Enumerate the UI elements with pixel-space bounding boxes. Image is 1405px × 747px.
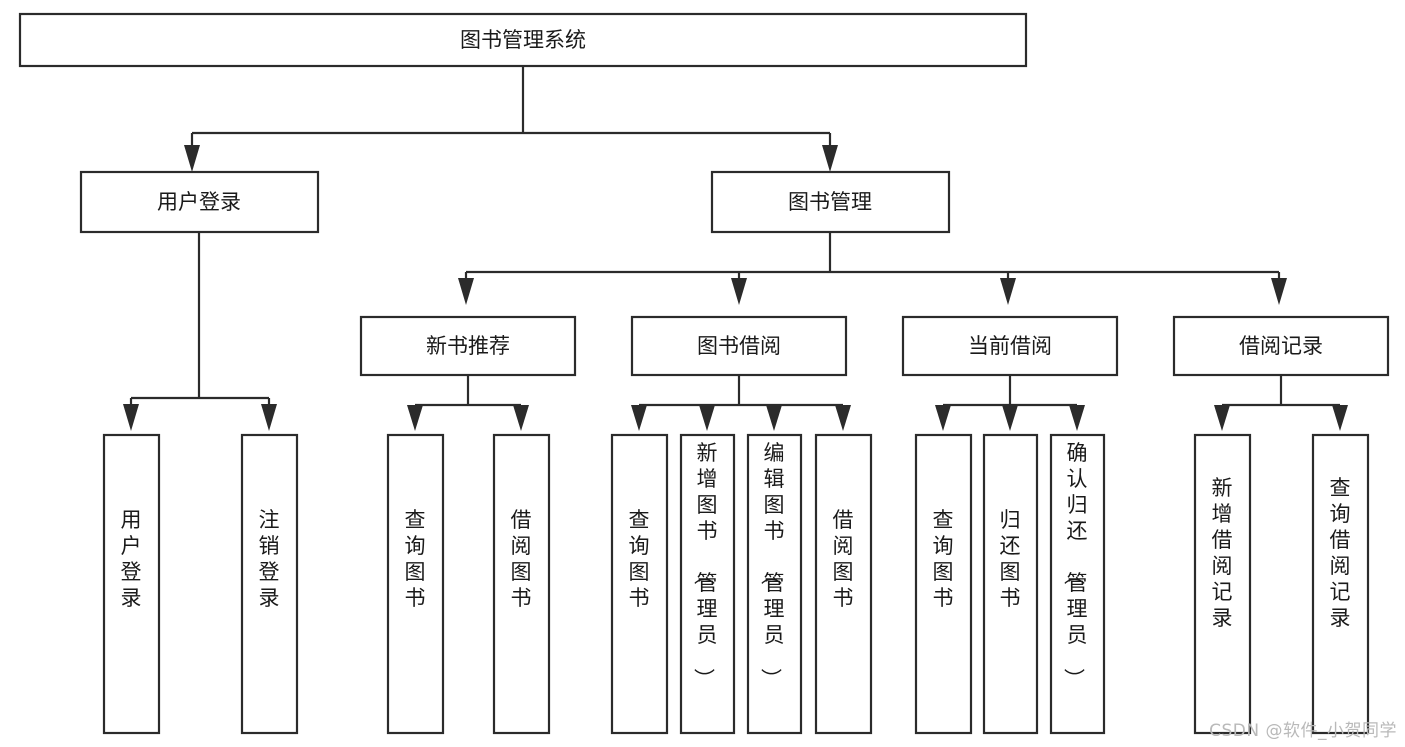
- arrow-to-leaf-borrow-book-1: [513, 405, 529, 431]
- node-user-login[interactable]: 用户登录: [79, 170, 320, 234]
- node-current-borrow-label: 当前借阅: [968, 334, 1052, 358]
- node-leaf-user-logout-box[interactable]: [240, 433, 299, 735]
- node-leaf-borrow-book-2[interactable]: 借阅图书: [814, 433, 873, 735]
- node-leaf-add-book-label: 新增图书（管理员）: [692, 441, 718, 689]
- node-book-manage-label: 图书管理: [788, 190, 872, 214]
- node-current-borrow-box[interactable]: [901, 315, 1119, 377]
- node-leaf-borrow-book-1-box[interactable]: [492, 433, 551, 735]
- arrow-to-leaf-return-book: [1002, 405, 1018, 431]
- node-borrow-record-box[interactable]: [1172, 315, 1390, 377]
- arrow-to-leaf-confirm-return: [1069, 405, 1085, 431]
- node-leaf-confirm-return[interactable]: 确认归还（管理员）: [1049, 433, 1106, 735]
- node-leaf-user-login-label: 用户登录: [121, 508, 142, 610]
- arrow-to-leaf-user-logout: [261, 404, 277, 431]
- node-borrow-record-label: 借阅记录: [1239, 334, 1323, 358]
- arrow-to-leaf-query-book-3: [935, 405, 951, 431]
- node-leaf-query-book-1-label: 查询图书: [405, 508, 426, 610]
- node-leaf-query-record-box[interactable]: [1311, 433, 1370, 735]
- node-leaf-borrow-book-2-label: 借阅图书: [833, 508, 854, 610]
- node-leaf-query-record[interactable]: 查询借阅记录: [1311, 433, 1370, 735]
- node-borrow-record[interactable]: 借阅记录: [1172, 315, 1390, 377]
- arrow-to-leaf-query-book-1: [407, 405, 423, 431]
- node-leaf-add-record-box[interactable]: [1193, 433, 1252, 735]
- node-leaf-edit-book-box[interactable]: [746, 433, 803, 735]
- arrow-to-book-manage: [822, 145, 838, 172]
- node-leaf-user-login-box[interactable]: [102, 433, 161, 735]
- node-book-manage[interactable]: 图书管理: [710, 170, 951, 234]
- arrow-to-current-borrow: [1000, 278, 1016, 305]
- node-leaf-query-book-3-box[interactable]: [914, 433, 973, 735]
- node-leaf-query-book-3-label: 查询图书: [933, 508, 954, 610]
- node-leaf-query-book-1-box[interactable]: [386, 433, 445, 735]
- node-leaf-query-book-2-box[interactable]: [610, 433, 669, 735]
- node-leaf-borrow-book-2-box[interactable]: [814, 433, 873, 735]
- node-root-label: 图书管理系统: [460, 28, 586, 52]
- node-book-borrow-box[interactable]: [630, 315, 848, 377]
- node-user-login-label: 用户登录: [157, 190, 241, 214]
- arrow-to-leaf-borrow-book-2: [835, 405, 851, 431]
- node-leaf-query-book-3[interactable]: 查询图书: [914, 433, 973, 735]
- node-new-book-recommend-box[interactable]: [359, 315, 577, 377]
- node-leaf-confirm-return-label: 确认归还（管理员）: [1062, 441, 1088, 689]
- node-root-box[interactable]: [18, 12, 1028, 68]
- node-leaf-borrow-book-1-label: 借阅图书: [511, 508, 532, 610]
- node-book-manage-box[interactable]: [710, 170, 951, 234]
- arrow-to-leaf-edit-book: [766, 405, 782, 431]
- node-book-borrow[interactable]: 图书借阅: [630, 315, 848, 377]
- node-leaf-add-record[interactable]: 新增借阅记录: [1193, 433, 1252, 735]
- arrow-to-book-borrow: [731, 278, 747, 305]
- node-leaf-return-book-label: 归还图书: [1000, 508, 1021, 610]
- arrow-to-leaf-query-book-2: [631, 405, 647, 431]
- node-leaf-return-book-box[interactable]: [982, 433, 1039, 735]
- node-leaf-user-logout[interactable]: 注销登录: [240, 433, 299, 735]
- node-leaf-query-book-2[interactable]: 查询图书: [610, 433, 669, 735]
- node-leaf-edit-book-label: 编辑图书（管理员）: [759, 441, 785, 689]
- arrow-to-leaf-add-record: [1214, 405, 1230, 431]
- node-root[interactable]: 图书管理系统: [18, 12, 1028, 68]
- node-leaf-query-record-label: 查询借阅记录: [1330, 476, 1351, 630]
- arrow-to-user-login: [184, 145, 200, 172]
- node-leaf-query-book-1[interactable]: 查询图书: [386, 433, 445, 735]
- arrow-to-borrow-record: [1271, 278, 1287, 305]
- arrow-to-leaf-query-record: [1332, 405, 1348, 431]
- arrow-to-leaf-user-login: [123, 404, 139, 431]
- node-leaf-user-login[interactable]: 用户登录: [102, 433, 161, 735]
- node-leaf-edit-book[interactable]: 编辑图书（管理员）: [746, 433, 803, 735]
- node-leaf-user-logout-label: 注销登录: [259, 508, 280, 610]
- node-leaf-add-book-box[interactable]: [679, 433, 736, 735]
- arrow-to-leaf-add-book: [699, 405, 715, 431]
- node-user-login-box[interactable]: [79, 170, 320, 234]
- node-leaf-return-book[interactable]: 归还图书: [982, 433, 1039, 735]
- arrow-to-new-book-recommend: [458, 278, 474, 305]
- connector-layer: [123, 66, 1348, 431]
- node-new-book-recommend[interactable]: 新书推荐: [359, 315, 577, 377]
- node-leaf-query-book-2-label: 查询图书: [629, 508, 650, 610]
- node-book-borrow-label: 图书借阅: [697, 334, 781, 358]
- node-leaf-borrow-book-1[interactable]: 借阅图书: [492, 433, 551, 735]
- node-leaf-add-book[interactable]: 新增图书（管理员）: [679, 433, 736, 735]
- node-current-borrow[interactable]: 当前借阅: [901, 315, 1119, 377]
- node-leaf-add-record-label: 新增借阅记录: [1212, 476, 1233, 630]
- node-leaf-confirm-return-box[interactable]: [1049, 433, 1106, 735]
- node-new-book-recommend-label: 新书推荐: [426, 334, 510, 358]
